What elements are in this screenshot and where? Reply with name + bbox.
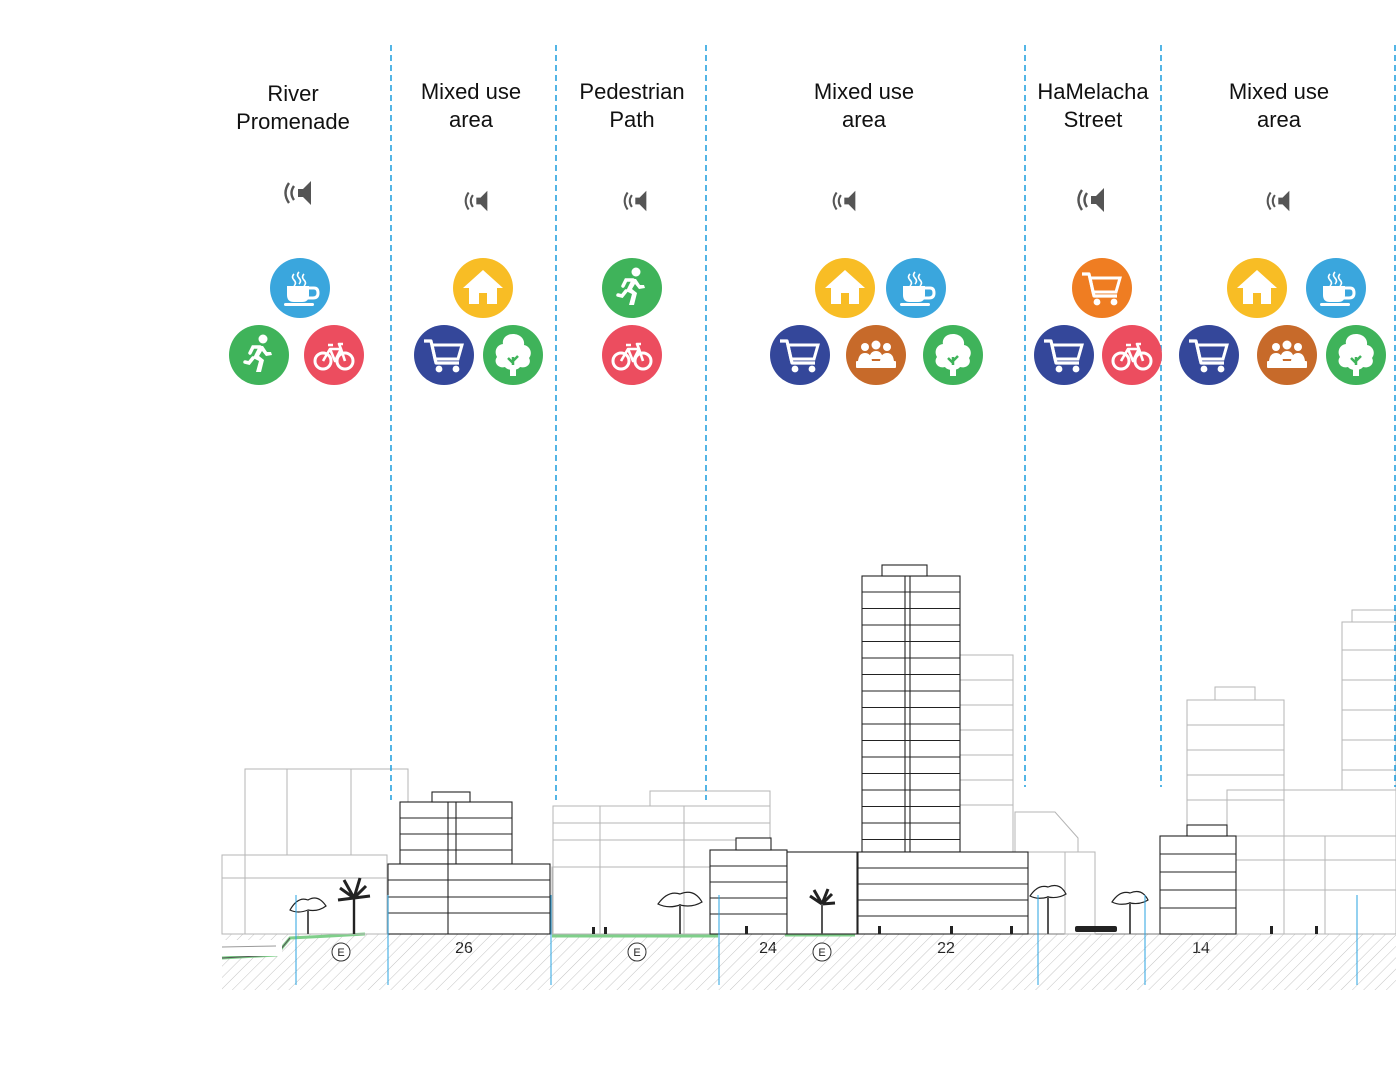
entrance-marker-label: E [818, 947, 825, 959]
home-icon [1227, 258, 1287, 318]
zone-title-mixed-use-3: Mixed use area [1228, 79, 1330, 132]
tree-icon [1326, 325, 1386, 385]
zone-6-icons [1179, 258, 1386, 385]
cart-icon [1179, 325, 1239, 385]
zone-4-icons [770, 258, 983, 385]
tree-icon [483, 325, 543, 385]
ground-hatch [222, 934, 1396, 990]
sound-level-high-icon [284, 179, 313, 207]
bicycle-icon [1102, 325, 1162, 385]
zone-5-icons [1034, 258, 1162, 385]
coffee-icon [270, 258, 330, 318]
entrance-marker-label: E [337, 947, 344, 959]
sound-level-low-icon [832, 189, 857, 213]
bicycle-icon [304, 325, 364, 385]
coffee-icon [886, 258, 946, 318]
community-icon [1257, 325, 1317, 385]
zone-2-icons [414, 258, 543, 385]
entrance-markers: E E E [331, 942, 832, 962]
sound-level-low-icon [623, 189, 648, 213]
vegetation [289, 877, 1318, 934]
zone-title-mixed-use-2: Mixed use area [813, 79, 915, 132]
entrance-marker-label: E [633, 947, 640, 959]
coffee-icon [1306, 258, 1366, 318]
zone-title-mixed-use-1: Mixed use area [420, 79, 522, 132]
zone-title-pedestrian-path: Pedestrian Path [579, 79, 685, 132]
sound-level-low-icon [464, 189, 489, 213]
zone-dividers [390, 45, 1396, 800]
community-icon [846, 325, 906, 385]
shopping-cart-icon [1072, 258, 1132, 318]
pedestrian-icon [602, 258, 662, 318]
home-icon [453, 258, 513, 318]
foreground-buildings [387, 564, 1237, 935]
zone-title-hamelacha-street: HaMelacha Street [1037, 79, 1149, 132]
sound-level-high-icon [1077, 186, 1106, 214]
cart-icon [414, 325, 474, 385]
section-boundary-lines [295, 895, 1358, 985]
cart-icon [1034, 325, 1094, 385]
cart-icon [770, 325, 830, 385]
tree-icon [923, 325, 983, 385]
zone-1-icons [229, 258, 364, 385]
zone-title-river-promenade: River Promenade [236, 81, 350, 134]
sound-level-low-icon [1266, 189, 1291, 213]
zone-3-icons [602, 258, 662, 385]
bicycle-icon [602, 325, 662, 385]
home-icon [815, 258, 875, 318]
pedestrian-icon [229, 325, 289, 385]
